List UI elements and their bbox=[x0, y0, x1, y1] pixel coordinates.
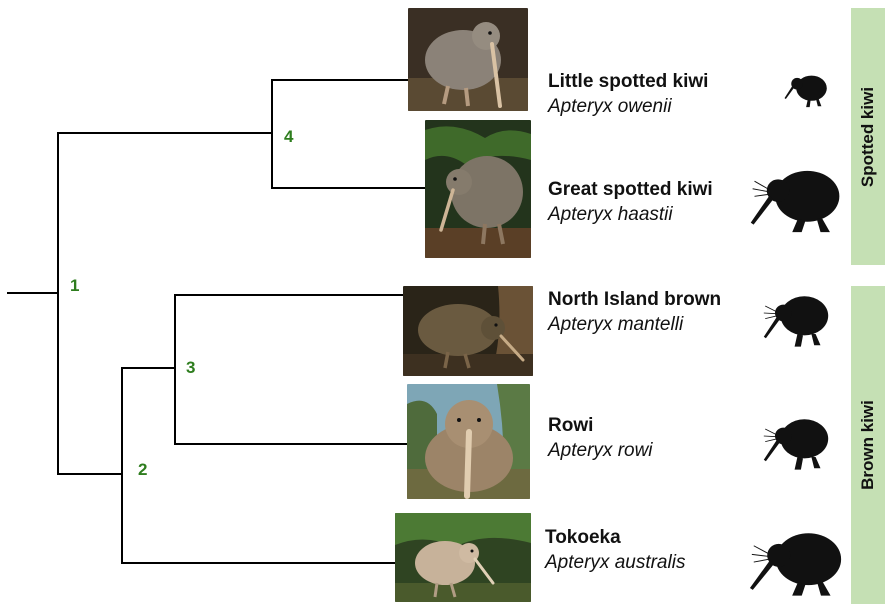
group-bar-spotted-kiwi: Spotted kiwi bbox=[851, 8, 885, 265]
node-label-3: 3 bbox=[186, 358, 195, 378]
group-label: Brown kiwi bbox=[858, 400, 878, 490]
north-island-brown-kiwi-photo bbox=[403, 286, 533, 376]
common-name: Great spotted kiwi bbox=[548, 178, 713, 202]
kiwi-silhouette-icon bbox=[784, 72, 830, 108]
species-tokoeka: Tokoeka Apteryx australis bbox=[545, 526, 685, 576]
great-spotted-kiwi-photo bbox=[425, 120, 531, 258]
common-name: Tokoeka bbox=[545, 526, 685, 550]
rowi-photo bbox=[407, 384, 530, 499]
little-spotted-kiwi-photo bbox=[408, 8, 528, 111]
latin-name: Apteryx haastii bbox=[548, 202, 713, 228]
species-great-spotted: Great spotted kiwi Apteryx haastii bbox=[548, 178, 713, 228]
latin-name: Apteryx rowi bbox=[548, 438, 653, 464]
common-name: Little spotted kiwi bbox=[548, 70, 708, 94]
species-north-island-brown: North Island brown Apteryx mantelli bbox=[548, 288, 721, 338]
species-little-spotted: Little spotted kiwi Apteryx owenii bbox=[548, 70, 708, 120]
kiwi-silhouette-icon bbox=[748, 168, 844, 234]
common-name: Rowi bbox=[548, 414, 653, 438]
latin-name: Apteryx owenii bbox=[548, 94, 708, 120]
group-bar-brown-kiwi: Brown kiwi bbox=[851, 286, 885, 604]
group-label: Spotted kiwi bbox=[858, 86, 878, 186]
common-name: North Island brown bbox=[548, 288, 721, 312]
tokoeka-photo bbox=[395, 513, 531, 602]
node-label-1: 1 bbox=[70, 276, 79, 296]
kiwi-silhouette-icon bbox=[760, 415, 832, 471]
kiwi-silhouette-icon bbox=[760, 292, 832, 348]
kiwi-silhouette-icon bbox=[748, 530, 844, 598]
latin-name: Apteryx mantelli bbox=[548, 312, 721, 338]
species-rowi: Rowi Apteryx rowi bbox=[548, 414, 653, 464]
latin-name: Apteryx australis bbox=[545, 550, 685, 576]
node-label-2: 2 bbox=[138, 460, 147, 480]
node-label-4: 4 bbox=[284, 127, 293, 147]
